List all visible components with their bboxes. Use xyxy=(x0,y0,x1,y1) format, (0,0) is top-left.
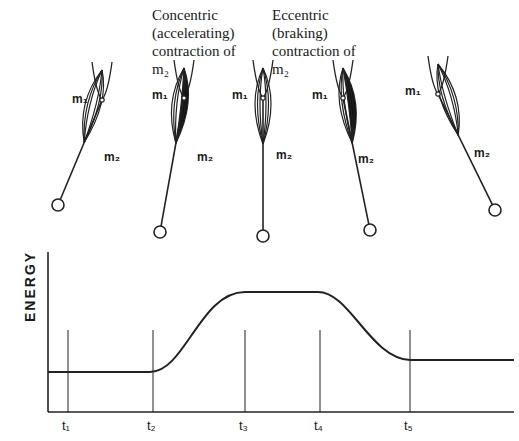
leg-segment xyxy=(60,100,102,199)
foot-mass xyxy=(52,199,64,211)
muscle-label: m₂ xyxy=(276,148,292,162)
knee-joint xyxy=(182,96,186,100)
knee-joint xyxy=(100,98,104,102)
time-marker xyxy=(245,330,246,412)
heading-text: Concentric (accelerating) contraction of… xyxy=(152,6,248,78)
time-label: t₂ xyxy=(147,418,156,433)
leg-segment xyxy=(262,98,264,230)
time-label: t₃ xyxy=(239,418,248,433)
heading-text: Eccentric (braking) contraction of m₂ xyxy=(272,6,364,78)
muscle-m2 xyxy=(84,70,103,142)
muscle-label: m₂ xyxy=(104,150,120,164)
foot-mass xyxy=(257,230,269,242)
muscle-m2 xyxy=(263,68,271,144)
energy-curve xyxy=(48,292,514,372)
x-axis xyxy=(48,411,514,413)
leg-segment xyxy=(161,98,184,226)
time-marker xyxy=(410,330,411,412)
axis-label: ENERGY xyxy=(22,251,38,322)
time-label: t₁ xyxy=(62,418,70,433)
time-label: t₅ xyxy=(404,418,413,433)
leg-segment xyxy=(438,94,492,205)
foot-mass xyxy=(154,226,166,238)
muscle-label: m₁ xyxy=(312,88,328,102)
knee-joint xyxy=(261,96,265,100)
knee-joint xyxy=(436,92,440,96)
muscle-label: m₁ xyxy=(232,88,248,102)
muscle-label: m₁ xyxy=(405,84,421,98)
muscle-label: m₂ xyxy=(197,150,213,164)
y-axis xyxy=(47,252,49,412)
leg-figures xyxy=(52,56,501,242)
time-label: t₄ xyxy=(314,418,323,433)
muscle-label: m₁ xyxy=(152,88,168,102)
muscle-m1 xyxy=(255,68,263,144)
time-marker xyxy=(320,330,321,412)
muscle-label: m₁ xyxy=(72,92,88,106)
muscle-label: m₂ xyxy=(474,146,490,160)
energy-graph xyxy=(48,252,514,412)
muscle-m2 xyxy=(263,68,269,144)
muscle-m1 xyxy=(258,68,264,144)
foot-mass xyxy=(364,224,376,236)
foot-mass xyxy=(489,204,501,216)
knee-joint xyxy=(341,96,345,100)
muscle-label: m₂ xyxy=(358,152,374,166)
